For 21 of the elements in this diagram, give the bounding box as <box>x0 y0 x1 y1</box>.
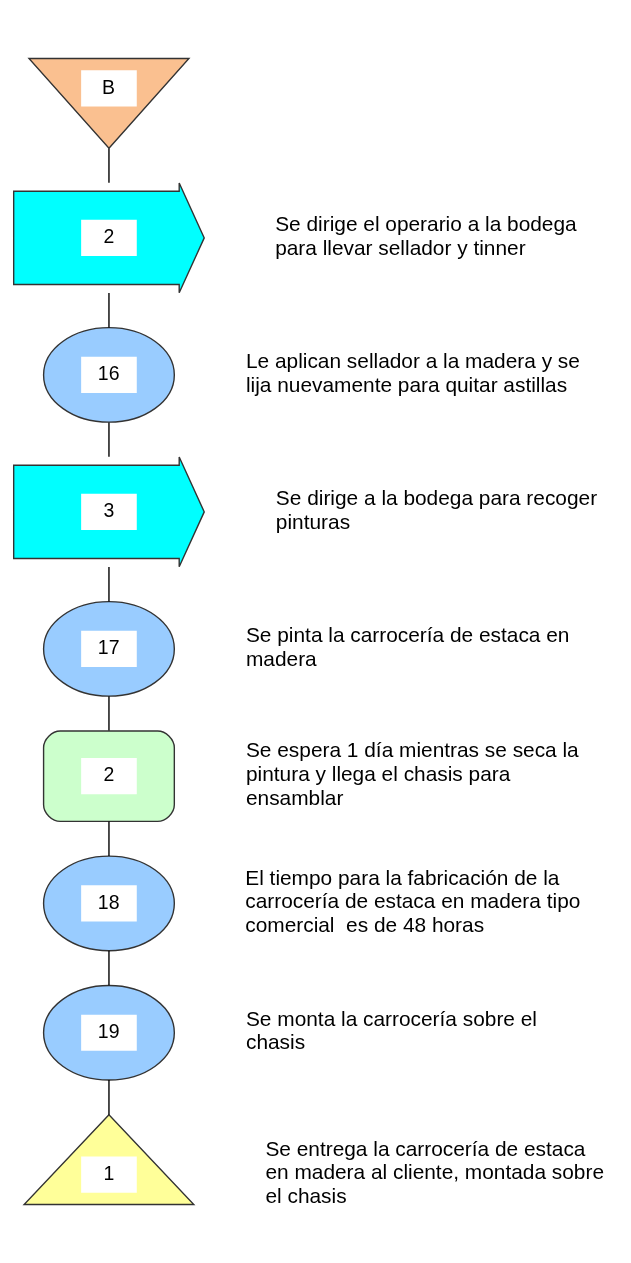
node-label: El tiempo para la fabricación de la carrocería de estaca en madera tipo comercial es de 48 horas <box>245 865 581 936</box>
connector <box>108 292 110 329</box>
node-label: Se espera 1 día mientras se seca la pintura y llega el chasis para ensamblar <box>245 738 579 809</box>
node-ellipse: 19 <box>42 984 176 1081</box>
connector <box>108 566 110 603</box>
node-box: 2 <box>42 730 176 823</box>
node-label: Le aplican sellador a la madera y se lija nuevamente para quitar astillas <box>245 348 580 396</box>
connector <box>108 421 110 458</box>
node-label: Se dirige el operario a la bodega para llevar sellador y tinner <box>275 211 577 259</box>
connector <box>108 950 110 986</box>
node-ellipse: 16 <box>42 326 176 423</box>
connector <box>108 820 110 857</box>
connector <box>108 1079 110 1116</box>
connector <box>108 147 110 184</box>
node-label: Se dirige a la bodega para recoger pinturas <box>275 485 598 533</box>
node-ellipse: 18 <box>42 855 176 952</box>
node-label: Se pinta la carrocería de estaca en madera <box>245 622 570 670</box>
connector <box>108 695 110 732</box>
node-label: Se entrega la carrocería de estaca en madera al cliente, montada sobre el chasis <box>265 1136 605 1208</box>
node-label: Se monta la carrocería sobre el chasis <box>245 1006 537 1054</box>
node-ellipse: 17 <box>42 600 176 697</box>
